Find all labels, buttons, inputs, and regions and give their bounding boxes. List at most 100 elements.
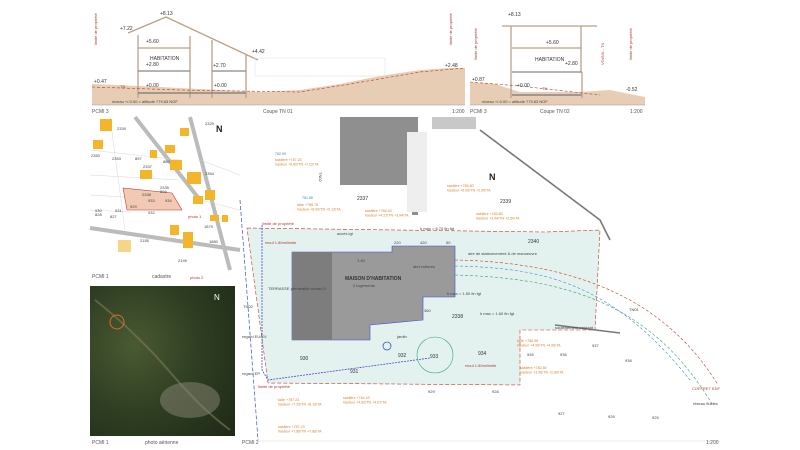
level-label: +5.60 [546, 40, 559, 46]
tn-label: TN [542, 86, 547, 91]
annotation-line: hauteur +7.86/TN +7.88/TA [278, 430, 322, 434]
parcel-number: 2338 [142, 192, 152, 197]
annotation-line: hauteur +8.00/TN +9.13/TA [297, 208, 341, 212]
annotation-line: sablière +787.23 [275, 158, 302, 162]
board-label: PCMI 2 [242, 440, 259, 446]
access-label: accès lgt [337, 231, 354, 236]
parcel-number: 931 [350, 369, 359, 375]
level-label: +0.00 [214, 83, 227, 89]
tree-icon [416, 336, 454, 374]
level-label: +8.13 [160, 11, 173, 17]
annotation-line: sablière +784.43 [343, 396, 370, 400]
parking-label: aire de stationnement & de manoeuvre [468, 251, 538, 256]
neighbour-label: VOISIN - TN [600, 43, 605, 65]
annotation-line: sablière +785.80 [447, 184, 474, 188]
parcel-number: 932 [398, 353, 407, 359]
parcel-number: 1880 [209, 239, 219, 244]
parcel-number: 827 [110, 214, 117, 219]
manhole-label: regard EU/EV [242, 334, 267, 339]
ground-section-1 [92, 68, 465, 105]
tn-marker: TN02 [243, 304, 254, 309]
reference-level: niveau +/-0.00 = altitude 779.63 NGF [112, 99, 178, 104]
car-shelter-label: abri voitures [413, 264, 435, 269]
level-label: -0.52 [626, 87, 638, 93]
house-subtitle: 2 logements [353, 283, 375, 288]
board-label: PCMI 3 [92, 109, 109, 115]
parcel-number: 2335 [160, 185, 170, 190]
dimension-label: 360 [424, 308, 431, 313]
level-label: 782.99 [275, 152, 286, 156]
dimension-label: 420 [420, 240, 427, 245]
parcel-number: 1879 [204, 224, 214, 229]
ground-section-2 [470, 82, 645, 105]
room-label: HABITATION [535, 57, 565, 63]
parcel-number: 934 [165, 198, 172, 203]
parcel-number: 828 [95, 212, 102, 217]
setback-label: recul 1.80m/limite [265, 240, 297, 245]
level-label: +0.87 [472, 77, 485, 83]
tn-line-section-1 [91, 67, 466, 93]
photo-2-marker: photo 2 [190, 275, 204, 280]
height-max-label: h max = 1.60 fin fgt [480, 311, 515, 316]
level-label: +2.48 [445, 63, 458, 69]
parcel-number: 927 [558, 411, 565, 416]
dimension-label: 50 [446, 240, 451, 245]
retaining-wall-label: soutènement existant [555, 325, 594, 330]
reference-level: niveau +/-0.00 = altitude 779.63 NGF [482, 99, 548, 104]
neighbour-building [340, 117, 418, 215]
cadastre-map: 2339 2329 2350 2353 2354 897 2337 880 23… [89, 115, 241, 283]
parcel-number: 2354 [205, 171, 215, 176]
parcel-number: 932 [148, 210, 155, 215]
room-label: HABITATION [150, 56, 180, 62]
north-arrow-icon: N [216, 124, 223, 134]
selected-parcel [122, 187, 183, 211]
level-label: +2.80 [146, 62, 159, 68]
level-label: +8.13 [508, 12, 521, 18]
board-label: PCMI 1 [92, 274, 109, 280]
level-label: +7.22 [120, 26, 133, 32]
height-max-label: h max = 1.50 fin fgt [447, 291, 482, 296]
level-label: +5.60 [146, 39, 159, 45]
network-red [454, 259, 719, 386]
manhole-label: regard EP [242, 371, 260, 376]
parcel-number: 2329 [205, 121, 215, 126]
board-label: PCMI 1 [92, 440, 109, 446]
tn-marker: TN02 [318, 172, 323, 183]
annotation-line: faîte +788.76 [297, 203, 318, 207]
photo-1-marker: photo 1 [188, 214, 202, 219]
tn-marker: TN01 [629, 307, 640, 312]
parcel-number: 928 [492, 389, 499, 394]
property-fence [261, 225, 431, 381]
utility-box-label: COFFRET EDF [692, 386, 720, 391]
house-section-2 [502, 25, 597, 98]
parcel-number: 933 [148, 198, 155, 203]
annotation-line: sablière +782.80 [520, 366, 547, 370]
parcel-number: 929 [130, 204, 137, 209]
property-limit-label: limite de propriété [448, 12, 453, 45]
dimension-label: 220 [394, 240, 401, 245]
section-title: Coupe TN 02 [540, 109, 570, 115]
aerial-photo: N PCMI 1 photo aérienne [90, 286, 235, 446]
parcel-number: 2337 [143, 164, 153, 169]
level-label: +4.42 [252, 49, 265, 55]
site-plan: N MAISON D'HABITATION 2 logements TERRAS… [239, 117, 720, 446]
parcel-number: 936 [560, 352, 567, 357]
section-tn02: +8.13 +5.60 +2.80 +0.00 +0.87 -0.52 HABI… [469, 12, 645, 115]
parcel-number: 929 [428, 389, 435, 394]
utility-label: réseau fluides [693, 401, 718, 406]
terrace-label: TERRASSE perméable niveau 0 [268, 286, 327, 291]
dimension-label: 1.40 [357, 258, 366, 263]
scale-label: 1:200 [452, 109, 465, 115]
annotation-line: sablière +784.43 [365, 209, 392, 213]
house-footprint [291, 245, 456, 341]
parcel-number: 2353 [112, 156, 122, 161]
annotation-line: sablière +783.80 [476, 212, 503, 216]
parcel-number: 2339 [117, 126, 127, 131]
